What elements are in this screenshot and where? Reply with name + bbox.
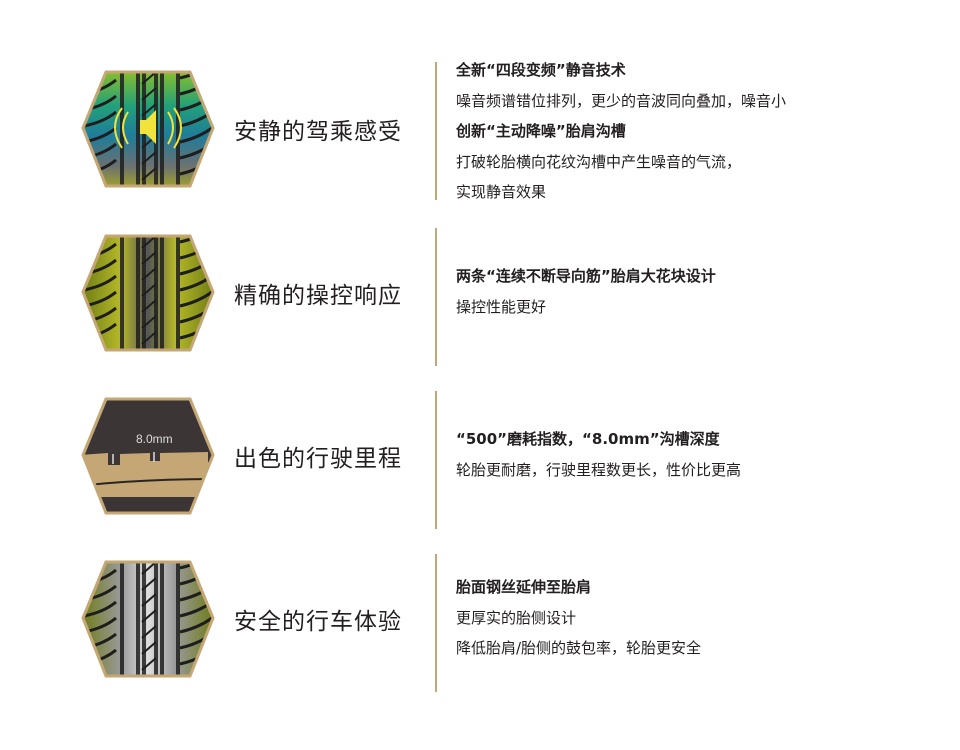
feature-detail-line: 胎面钢丝延伸至胎肩	[456, 578, 592, 596]
divider	[435, 62, 437, 200]
feature-detail-line: 轮胎更耐磨，行驶里程数更长，性价比更高	[456, 460, 742, 479]
feature-detail-line: 更厚实的胎侧设计	[456, 608, 577, 627]
feature-detail-line: 创新“主动降噪”胎肩沟槽	[456, 122, 626, 140]
handling-tire-icon	[81, 234, 215, 352]
feature-title: 安全的行车体验	[234, 609, 402, 635]
feature-detail-line: 操控性能更好	[456, 297, 547, 316]
feature-row: 精确的操控响应	[0, 234, 960, 398]
feature-title: 安静的驾乘感受	[234, 119, 402, 145]
feature-title: 出色的行驶里程	[234, 446, 402, 472]
feature-detail-line: 两条“连续不断导向筋”胎肩大花块设计	[456, 267, 716, 285]
feature-detail-line: “500”磨耗指数，“8.0mm”沟槽深度	[456, 430, 720, 448]
feature-details: 两条“连续不断导向筋”胎肩大花块设计操控性能更好	[456, 261, 716, 322]
divider	[435, 554, 437, 692]
divider	[435, 391, 437, 529]
feature-detail-line: 实现静音效果	[456, 183, 547, 201]
tread-depth-label: 8.0mm	[136, 432, 173, 446]
feature-details: 胎面钢丝延伸至胎肩更厚实的胎侧设计降低胎肩/胎侧的鼓包率，轮胎更安全	[456, 572, 701, 664]
quiet-tire-icon	[81, 70, 215, 188]
feature-detail-line: 噪音频谱错位排列，更少的音波同向叠加，噪音小	[456, 91, 787, 110]
feature-row: 安全的行车体验	[0, 560, 960, 724]
feature-title: 精确的操控响应	[234, 283, 402, 309]
safety-tire-icon	[81, 560, 215, 678]
feature-detail-line: 降低胎肩/胎侧的鼓包率，轮胎更安全	[456, 639, 702, 657]
feature-detail-line: 全新“四段变频”静音技术	[456, 61, 626, 79]
feature-details: “500”磨耗指数，“8.0mm”沟槽深度轮胎更耐磨，行驶里程数更长，性价比更高	[456, 424, 741, 485]
divider	[435, 228, 437, 366]
feature-row: 8.0mm 出色的行驶里程	[0, 397, 960, 561]
feature-details: 全新“四段变频”静音技术噪音频谱错位排列，更少的音波同向叠加，噪音小创新“主动降…	[456, 55, 786, 208]
tread-depth-icon: 8.0mm	[81, 397, 215, 515]
feature-detail-line: 打破轮胎横向花纹沟槽中产生噪音的气流，	[456, 152, 742, 171]
feature-row: 安静的驾乘感受	[0, 70, 960, 234]
